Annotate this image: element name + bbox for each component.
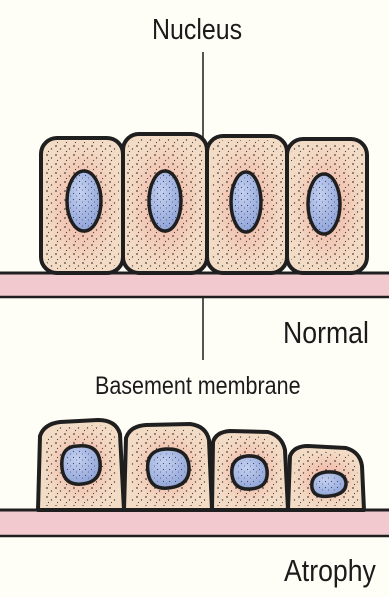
- nucleus-label: Nucleus: [152, 16, 242, 45]
- atrophic-cell: [212, 431, 288, 510]
- normal-cell: [207, 136, 287, 273]
- normal-cell: [287, 139, 367, 273]
- normal-cell: [123, 134, 207, 273]
- basement-membrane-label: Basement membrane: [95, 374, 301, 399]
- atrophy-label: Atrophy: [284, 555, 376, 586]
- atrophic-cell: [288, 446, 364, 510]
- atrophy-basement-membrane: [0, 510, 389, 536]
- atrophic-cell: [124, 424, 212, 510]
- normal-label: Normal: [283, 317, 369, 348]
- normal-basement-membrane: [0, 273, 389, 297]
- atrophic-cell: [38, 420, 124, 510]
- normal-cell: [41, 138, 123, 273]
